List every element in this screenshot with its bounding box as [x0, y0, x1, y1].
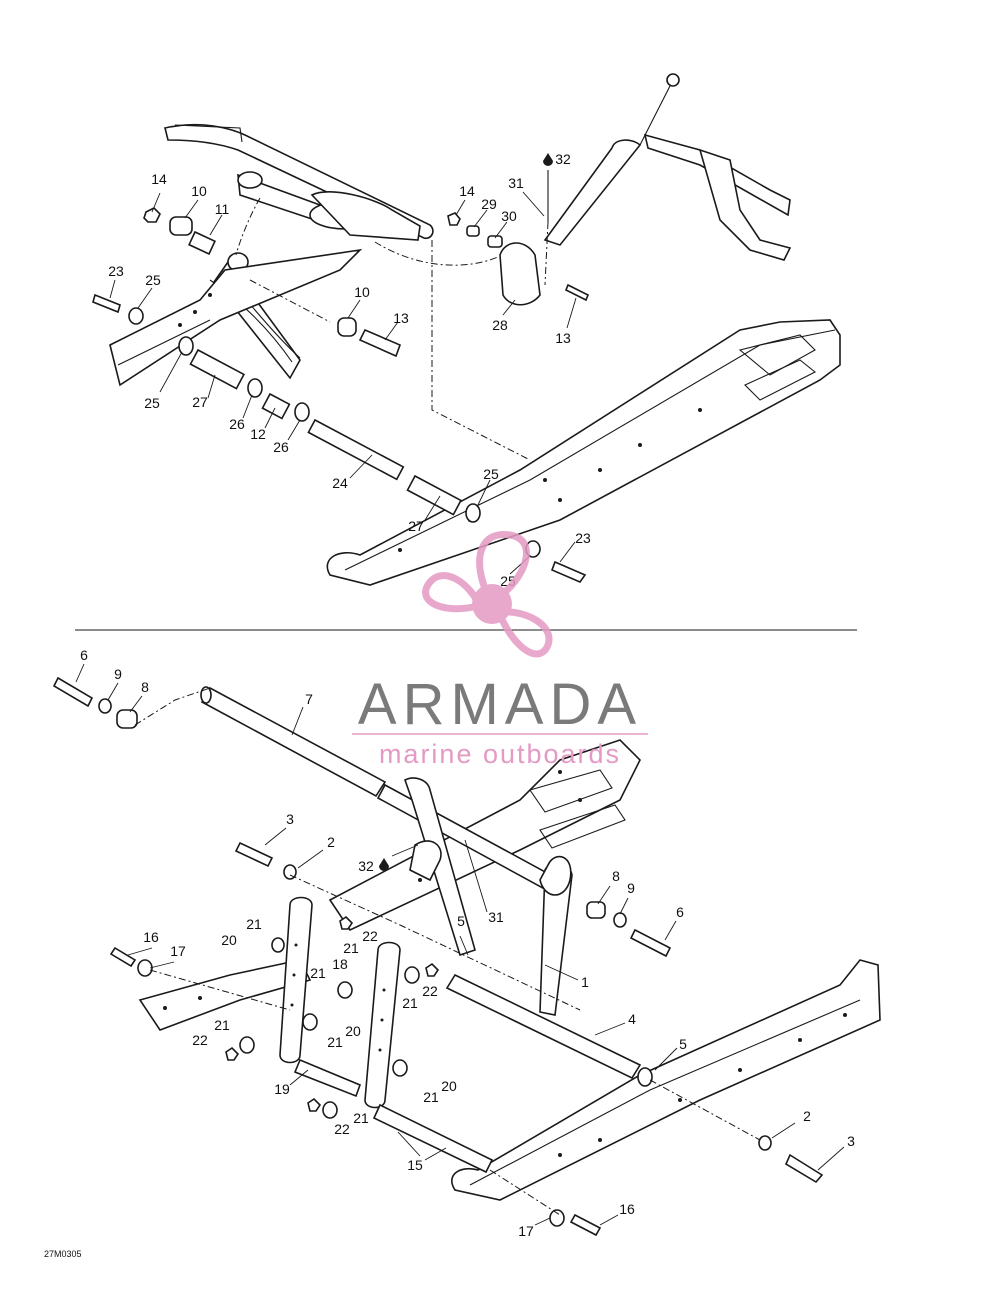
callouts-top: 14 10 11 23 25 25 27 26 12 26 24 10 13 2…	[108, 151, 591, 589]
callout-bottom-26: 21	[214, 1017, 230, 1033]
callout-top-17: 14	[459, 183, 475, 199]
callout-bottom-30: 22	[334, 1121, 350, 1137]
top-assembly	[92, 73, 841, 586]
callout-top-19: 30	[501, 208, 517, 224]
callout-top-6: 27	[192, 394, 208, 410]
callout-bottom-0: 6	[80, 647, 88, 663]
callout-bottom-12: 6	[676, 904, 684, 920]
callout-top-20: 31	[508, 175, 524, 191]
callout-top-22: 28	[492, 317, 508, 333]
callout-bottom-23: 20	[345, 1023, 361, 1039]
callout-bottom-8: 5	[457, 913, 465, 929]
callout-bottom-18: 22	[362, 928, 378, 944]
callout-bottom-13: 16	[143, 929, 159, 945]
bottom-assembly	[52, 663, 881, 1237]
callout-bottom-1: 9	[114, 666, 122, 682]
callout-top-12: 13	[393, 310, 409, 326]
callouts-bottom: 6 9 8 7 3 2 32 31 5 1 8 9 6 16 17 21 20 …	[80, 647, 855, 1239]
callout-bottom-28: 20	[441, 1078, 457, 1094]
callout-top-14: 25	[483, 466, 499, 482]
armada-watermark: ARMADA marine outboards	[352, 530, 648, 769]
callout-bottom-15: 21	[246, 916, 262, 932]
callout-bottom-27: 19	[274, 1081, 290, 1097]
liquid-drop-icon	[543, 153, 553, 166]
callout-bottom-31: 21	[353, 1110, 369, 1126]
callout-bottom-5: 2	[327, 834, 335, 850]
callout-bottom-3: 7	[305, 691, 313, 707]
callout-bottom-32: 4	[628, 1011, 636, 1027]
callout-bottom-9: 1	[581, 974, 589, 990]
callout-bottom-24: 21	[327, 1034, 343, 1050]
callout-top-8: 12	[250, 426, 266, 442]
callout-bottom-16: 20	[221, 932, 237, 948]
callout-bottom-34: 15	[407, 1157, 423, 1173]
callout-bottom-2: 8	[141, 679, 149, 695]
callout-bottom-6: 32	[358, 858, 374, 874]
callout-bottom-4: 3	[286, 811, 294, 827]
callout-bottom-36: 3	[847, 1133, 855, 1149]
callout-bottom-21: 22	[422, 983, 438, 999]
callout-bottom-37: 17	[518, 1223, 534, 1239]
callout-bottom-29: 21	[423, 1089, 439, 1105]
callout-top-2: 11	[215, 201, 230, 217]
callout-top-7: 26	[229, 416, 245, 432]
callout-bottom-10: 8	[612, 868, 620, 884]
callout-bottom-38: 16	[619, 1201, 635, 1217]
callout-top-4: 25	[145, 272, 161, 288]
callout-top-10: 24	[332, 475, 348, 491]
callout-top-9: 26	[273, 439, 289, 455]
callout-top-13: 27	[408, 518, 424, 534]
callout-bottom-19: 18	[332, 956, 348, 972]
callout-bottom-7: 31	[488, 909, 504, 925]
callout-bottom-17: 21	[343, 940, 359, 956]
callout-bottom-25: 22	[192, 1032, 208, 1048]
callout-bottom-11: 9	[627, 880, 635, 896]
propeller-logo-icon	[422, 530, 553, 658]
callout-top-21: 32	[555, 151, 571, 167]
callout-top-5: 25	[144, 395, 160, 411]
callout-top-1: 10	[191, 183, 207, 199]
callout-bottom-20: 21	[310, 965, 326, 981]
watermark-tagline: marine outboards	[379, 739, 621, 769]
liquid-drop-icon	[379, 858, 389, 871]
drawing-code: 27M0305	[44, 1249, 82, 1259]
callout-top-11: 10	[354, 284, 370, 300]
callout-bottom-22: 21	[402, 995, 418, 1011]
callout-top-3: 23	[108, 263, 124, 279]
callout-top-18: 29	[481, 196, 497, 212]
callout-top-23: 13	[555, 330, 571, 346]
callout-bottom-35: 2	[803, 1108, 811, 1124]
callout-bottom-14: 17	[170, 943, 186, 959]
callout-top-0: 14	[151, 171, 167, 187]
watermark-brand: ARMADA	[358, 672, 642, 737]
callout-top-15: 23	[575, 530, 591, 546]
callout-bottom-33: 5	[679, 1036, 687, 1052]
